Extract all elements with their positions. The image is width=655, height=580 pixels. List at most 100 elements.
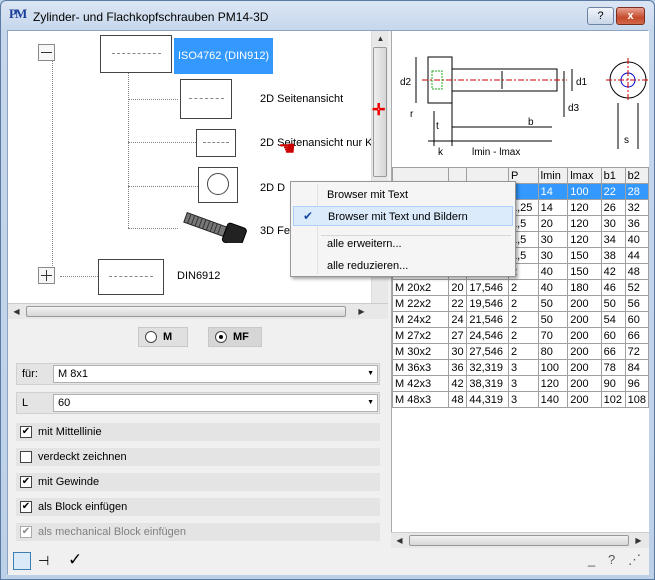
table-cell[interactable]: 48 — [624, 263, 649, 280]
scroll-right-arrow-icon[interactable]: ▶ — [635, 536, 642, 545]
table-cell[interactable]: 2 — [508, 311, 539, 328]
tree-item-iso4762[interactable]: ISO4762 (DIN912) — [174, 38, 274, 74]
table-cell[interactable]: 50 — [537, 311, 569, 328]
table-cell[interactable]: 3 — [508, 359, 539, 376]
checkbox-icon[interactable]: ✔ — [20, 426, 32, 438]
table-cell[interactable]: 120 — [567, 231, 602, 248]
table-cell[interactable]: 200 — [567, 391, 602, 408]
standard-tree[interactable]: ISO4762 (DIN912) 2D Seitenansicht 2D Sei… — [8, 31, 388, 303]
table-cell[interactable]: 66 — [600, 343, 626, 360]
table-cell[interactable]: 60 — [600, 327, 626, 344]
table-cell[interactable]: 30 — [600, 215, 626, 232]
table-cell[interactable]: 42 — [448, 375, 468, 392]
side-view-head-thumbnail[interactable] — [196, 129, 236, 157]
help-button[interactable]: ? — [587, 7, 614, 25]
table-cell[interactable]: 200 — [567, 375, 602, 392]
table-cell[interactable]: 32,319 — [466, 359, 509, 376]
table-cell[interactable]: 78 — [600, 359, 626, 376]
fuer-select[interactable]: M 8x1 ▼ — [53, 365, 378, 383]
table-cell[interactable]: 100 — [537, 359, 569, 376]
scroll-left-arrow-icon[interactable]: ◀ — [396, 536, 403, 545]
chevron-down-icon[interactable]: ▼ — [367, 370, 374, 377]
table-cell[interactable]: 60 — [624, 311, 649, 328]
table-cell[interactable]: 32 — [624, 199, 649, 216]
table-cell[interactable]: 54 — [600, 311, 626, 328]
collapse-iso4762-button[interactable] — [38, 44, 55, 61]
table-cell[interactable]: 200 — [567, 359, 602, 376]
table-cell[interactable]: 120 — [567, 199, 602, 216]
table-cell[interactable]: 36 — [448, 359, 468, 376]
side-view-thumbnail[interactable] — [180, 79, 232, 119]
table-cell[interactable]: 80 — [537, 343, 569, 360]
table-hscroll-thumb[interactable] — [409, 535, 629, 546]
tree-hscroll-thumb[interactable] — [26, 306, 346, 317]
table-cell[interactable]: 102 — [600, 391, 626, 408]
tree-horizontal-scrollbar[interactable]: ◀ ▶ — [8, 303, 388, 319]
tree-scroll-thumb[interactable] — [373, 47, 387, 177]
menu-item-expand-all[interactable]: alle erweitern... — [293, 234, 513, 254]
table-cell[interactable]: M 36x3 — [392, 359, 450, 376]
table-cell[interactable]: 52 — [624, 279, 649, 296]
table-cell[interactable]: 27 — [448, 327, 468, 344]
menu-item-browser-text[interactable]: Browser mit Text — [293, 185, 513, 205]
table-cell[interactable]: 24,546 — [466, 327, 509, 344]
table-cell[interactable]: 30 — [537, 231, 569, 248]
table-cell[interactable]: M 42x3 — [392, 375, 450, 392]
close-button[interactable]: x — [616, 7, 645, 25]
table-cell[interactable]: 72 — [624, 343, 649, 360]
scroll-left-arrow-icon[interactable]: ◀ — [13, 307, 20, 316]
table-cell[interactable]: 34 — [600, 231, 626, 248]
tree-item-2d-top[interactable]: 2D D — [260, 182, 286, 194]
help-icon[interactable]: ? — [608, 552, 616, 567]
table-cell[interactable]: 140 — [537, 391, 569, 408]
table-cell[interactable]: 150 — [567, 263, 602, 280]
column-header[interactable]: b1 — [600, 167, 626, 184]
table-cell[interactable]: 40 — [624, 231, 649, 248]
top-view-thumbnail[interactable] — [198, 167, 238, 203]
title-bar[interactable]: PM Zylinder- und Flachkopfschrauben PM14… — [1, 1, 654, 31]
table-cell[interactable]: 120 — [567, 215, 602, 232]
tree-item-din6912[interactable]: DIN6912 — [177, 270, 221, 282]
tree-item-side-view-head[interactable]: 2D Seitenansicht nur K — [260, 137, 373, 149]
table-cell[interactable]: 50 — [600, 295, 626, 312]
table-cell[interactable]: 200 — [567, 311, 602, 328]
table-cell[interactable]: 27,546 — [466, 343, 509, 360]
table-cell[interactable]: 96 — [624, 375, 649, 392]
checkbox-icon[interactable]: ✔ — [20, 501, 32, 513]
column-header[interactable]: b2 — [624, 167, 649, 184]
table-cell[interactable]: M 22x2 — [392, 295, 450, 312]
table-cell[interactable]: 20 — [537, 215, 569, 232]
table-cell[interactable]: 3 — [508, 391, 539, 408]
table-cell[interactable]: 180 — [567, 279, 602, 296]
table-cell[interactable]: 40 — [537, 279, 569, 296]
table-cell[interactable]: 56 — [624, 295, 649, 312]
table-cell[interactable]: M 48x3 — [392, 391, 450, 408]
checkbox-thread[interactable]: ✔ mit Gewinde — [16, 473, 380, 491]
iso4762-thumbnail[interactable] — [100, 35, 172, 73]
column-header[interactable] — [448, 167, 468, 184]
table-cell[interactable]: 17,546 — [466, 279, 509, 296]
pin-icon[interactable]: ⊣ — [38, 553, 50, 568]
panel-toggle-icon[interactable] — [13, 552, 31, 570]
table-cell[interactable]: 20 — [448, 279, 468, 296]
column-header[interactable]: lmin — [537, 167, 569, 184]
table-cell[interactable]: 42 — [600, 263, 626, 280]
radio-mf[interactable]: MF — [208, 327, 262, 347]
table-cell[interactable]: 48 — [448, 391, 468, 408]
table-cell[interactable]: 38 — [600, 247, 626, 264]
table-cell[interactable]: 22 — [448, 295, 468, 312]
table-cell[interactable]: 19,546 — [466, 295, 509, 312]
ok-button[interactable]: ✓ — [68, 550, 83, 569]
table-cell[interactable]: 38,319 — [466, 375, 509, 392]
table-cell[interactable]: 66 — [624, 327, 649, 344]
table-cell[interactable]: 36 — [624, 215, 649, 232]
column-header[interactable]: lmax — [567, 167, 602, 184]
table-horizontal-scrollbar[interactable]: ◀ ▶ — [391, 532, 649, 548]
menu-item-browser-text-images[interactable]: ✔ Browser mit Text und Bildern — [293, 206, 513, 226]
expand-din6912-button[interactable] — [38, 267, 55, 284]
